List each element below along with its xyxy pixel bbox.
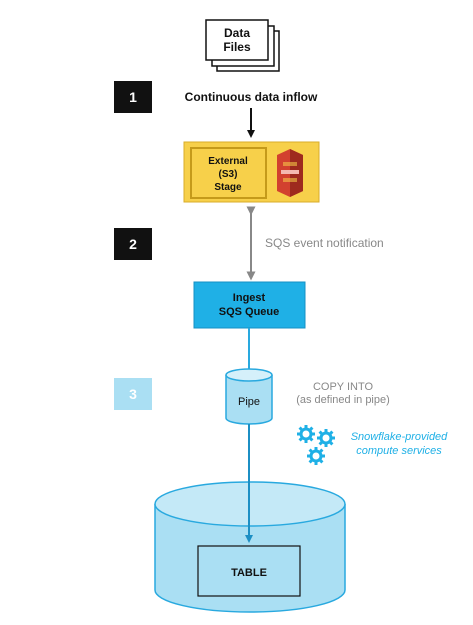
queue-label-2: SQS Queue xyxy=(219,306,280,318)
data-files-stack: Data Files xyxy=(205,19,280,72)
compute-label-1: Snowflake-provided xyxy=(351,431,448,443)
copy-into-label-2: (as defined in pipe) xyxy=(296,394,390,406)
compute-label-2: compute services xyxy=(356,445,442,457)
step-1-label: Continuous data inflow xyxy=(185,90,318,104)
stage-label-2: (S3) xyxy=(219,169,238,180)
step-2-label: SQS event notification xyxy=(265,236,384,250)
step-2-badge xyxy=(114,228,152,260)
queue-label-1: Ingest xyxy=(233,292,266,304)
data-files-label-2: Files xyxy=(223,40,251,54)
step-1-number: 1 xyxy=(129,89,137,105)
gears-icon xyxy=(297,425,335,465)
step-3-number: 3 xyxy=(129,386,137,402)
stage-label-1: External xyxy=(208,156,248,167)
step-1-badge xyxy=(114,81,152,113)
step-2-number: 2 xyxy=(129,236,137,252)
copy-into-label-1: COPY INTO xyxy=(313,381,374,393)
stage-label-3: Stage xyxy=(214,182,242,193)
external-stage: External (S3) Stage xyxy=(183,141,320,203)
pipe-cylinder: Pipe xyxy=(225,368,273,425)
table-box xyxy=(197,545,301,597)
pipe-label: Pipe xyxy=(238,396,260,408)
ingest-sqs-queue xyxy=(193,281,306,329)
table-label: TABLE xyxy=(231,567,267,579)
aws-s3-icon xyxy=(277,149,303,197)
step-3-badge xyxy=(114,378,152,410)
data-files-label-1: Data xyxy=(224,26,250,40)
